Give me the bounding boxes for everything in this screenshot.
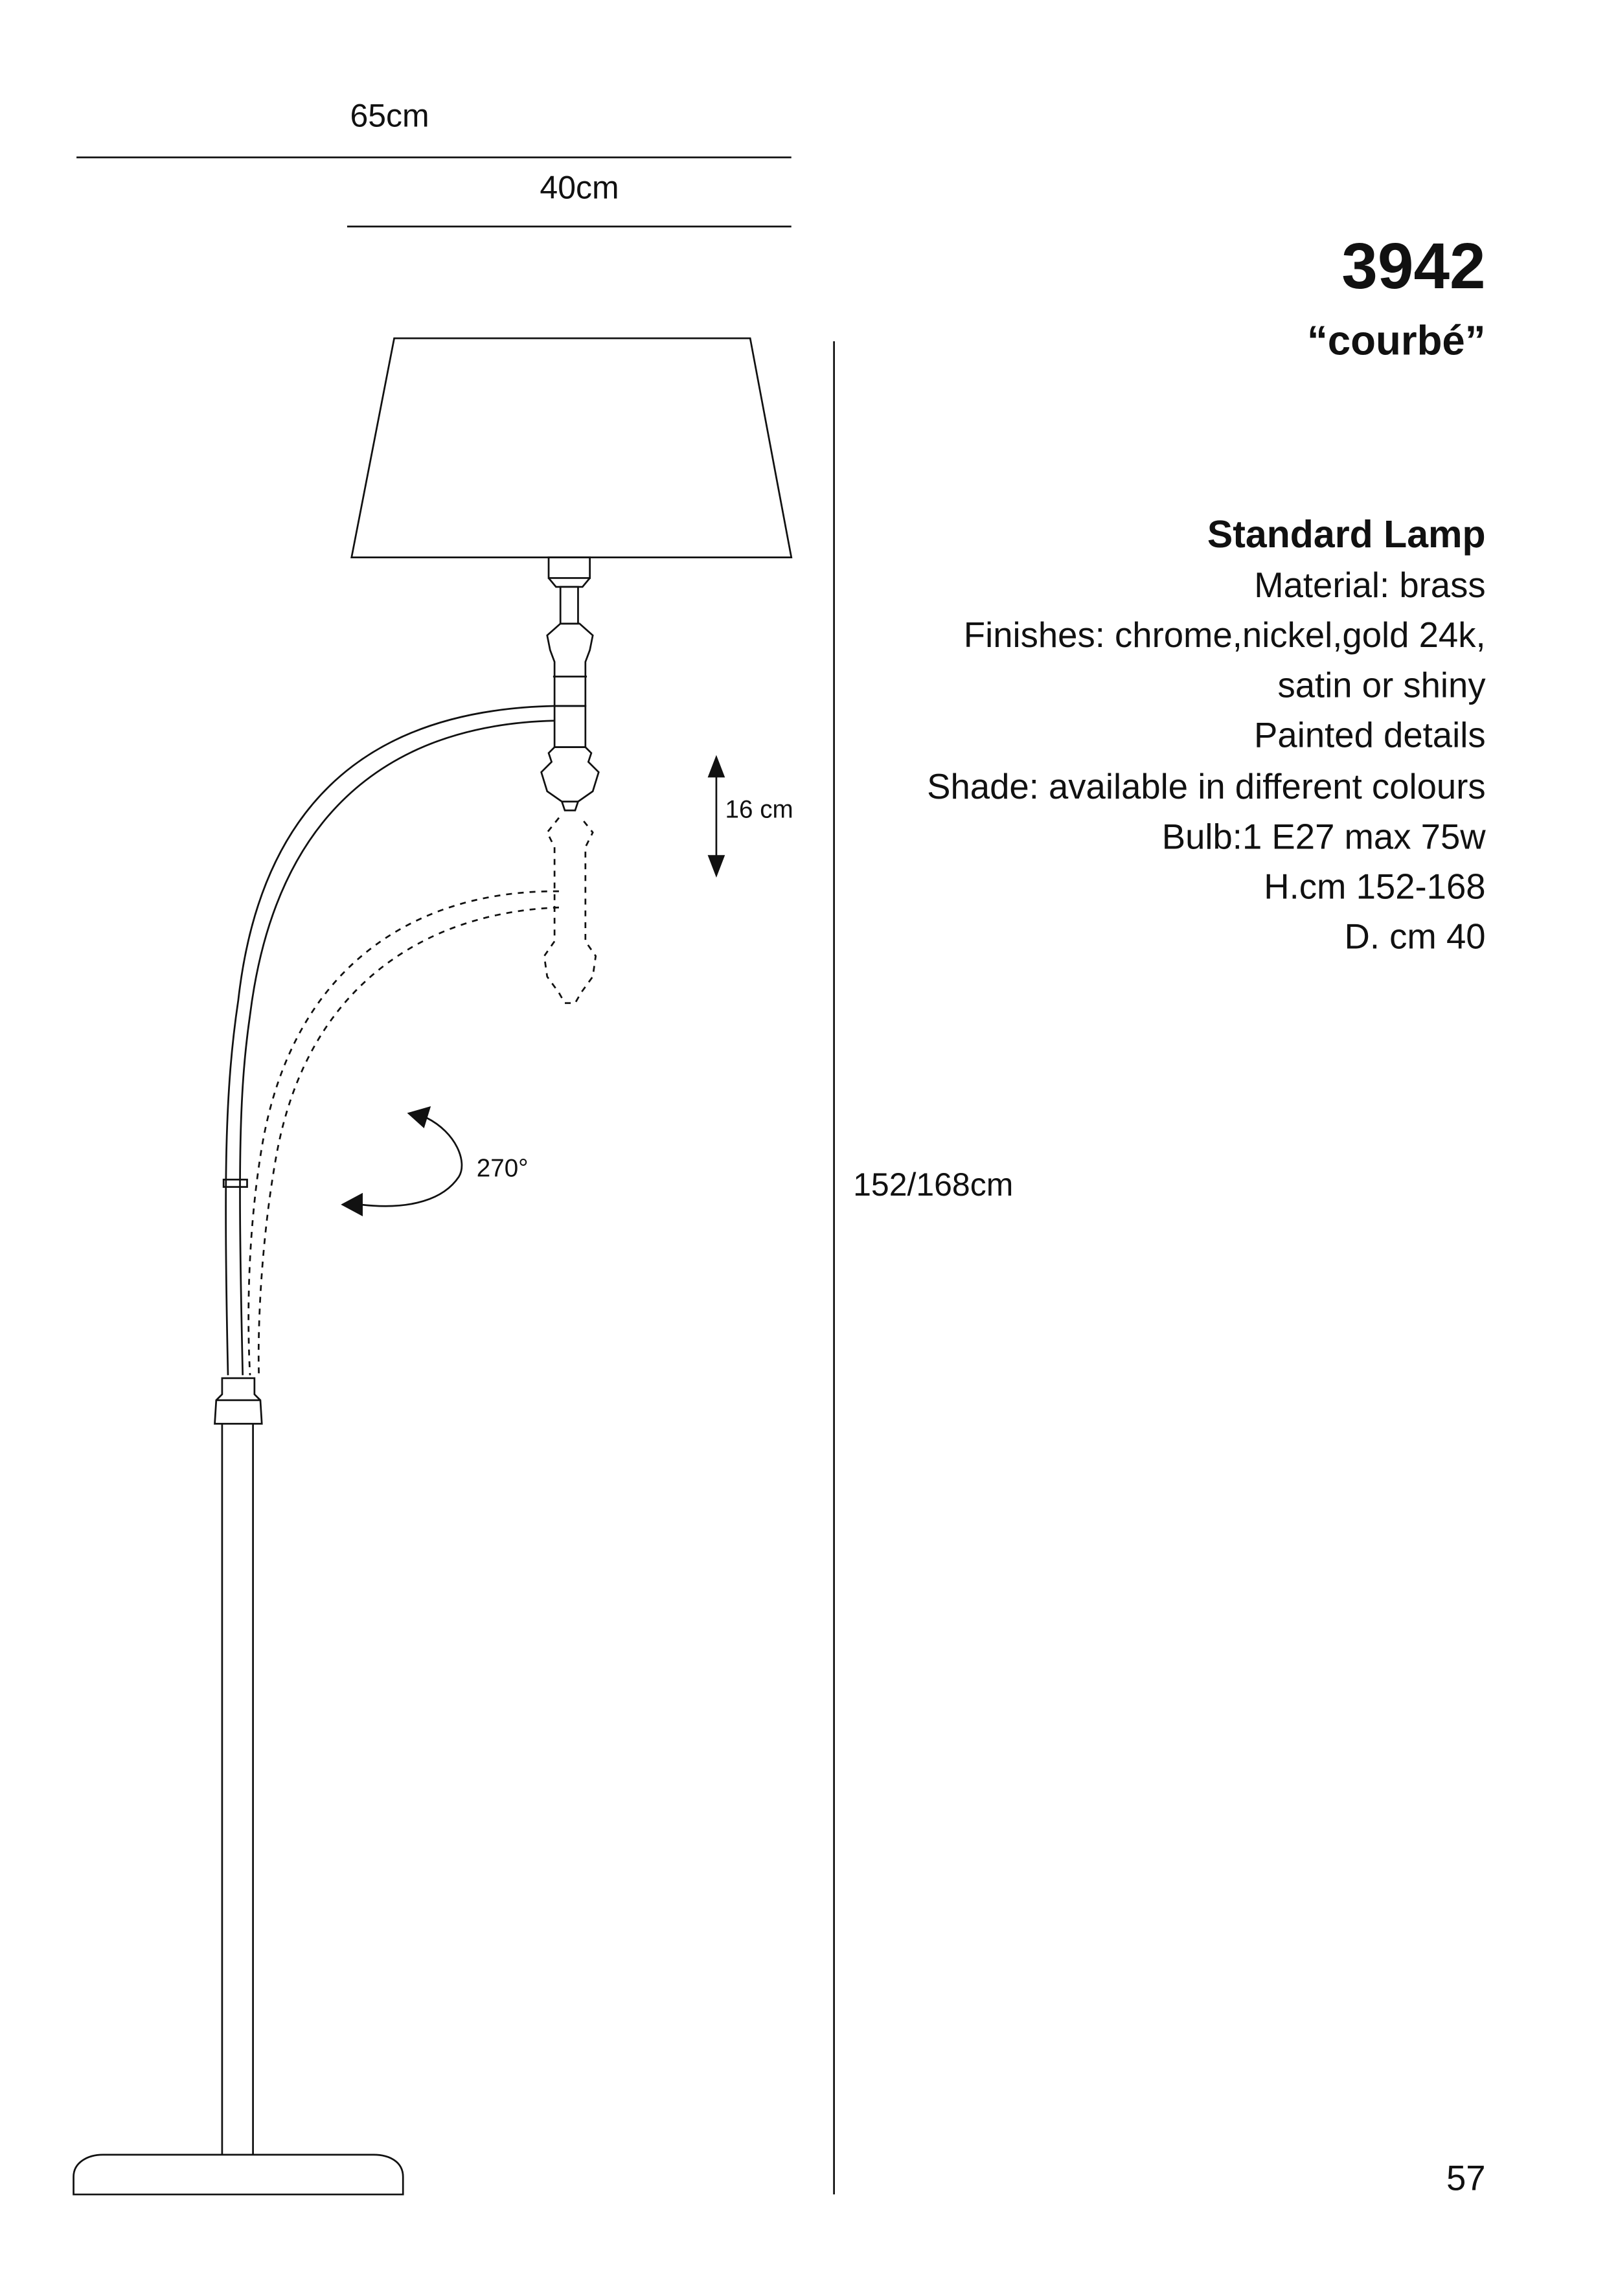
- dimension-label-40cm: 40cm: [540, 169, 619, 206]
- height-label: 152/168cm: [853, 1166, 1014, 1203]
- spec-line: Bulb:1 E27 max 75w: [1161, 817, 1486, 858]
- spec-line: Painted details: [1254, 716, 1486, 756]
- spec-line: Finishes: chrome,nickel,gold 24k,: [963, 616, 1486, 656]
- lamp-fixture-lowered-dashed: [247, 817, 597, 1376]
- lamp-fixture: [540, 556, 600, 812]
- spec-line: satin or shiny: [1277, 666, 1486, 707]
- spec-line: Shade: available in different colours: [927, 767, 1486, 808]
- rotation-label: 270°: [476, 1154, 529, 1183]
- spec-line: D. cm 40: [1344, 918, 1486, 958]
- spec-line: H.cm 152-168: [1264, 867, 1486, 908]
- lamp-shade: [350, 337, 793, 559]
- product-code: 3942: [1341, 231, 1486, 303]
- specs-title: Standard Lamp: [1207, 512, 1486, 556]
- lamp-base: [73, 2154, 404, 2196]
- product-name: “courbé”: [1307, 317, 1486, 363]
- lamp-stand: [73, 1377, 404, 2196]
- spec-line: Material: brass: [1254, 566, 1486, 606]
- dimension-label-65cm: 65cm: [350, 97, 429, 134]
- page-number: 57: [1446, 2159, 1486, 2199]
- drop-arrow: [707, 755, 725, 878]
- rotation-arrow: [341, 1106, 463, 1217]
- drop-label: 16 cm: [725, 795, 793, 824]
- curved-arm: [222, 705, 555, 1376]
